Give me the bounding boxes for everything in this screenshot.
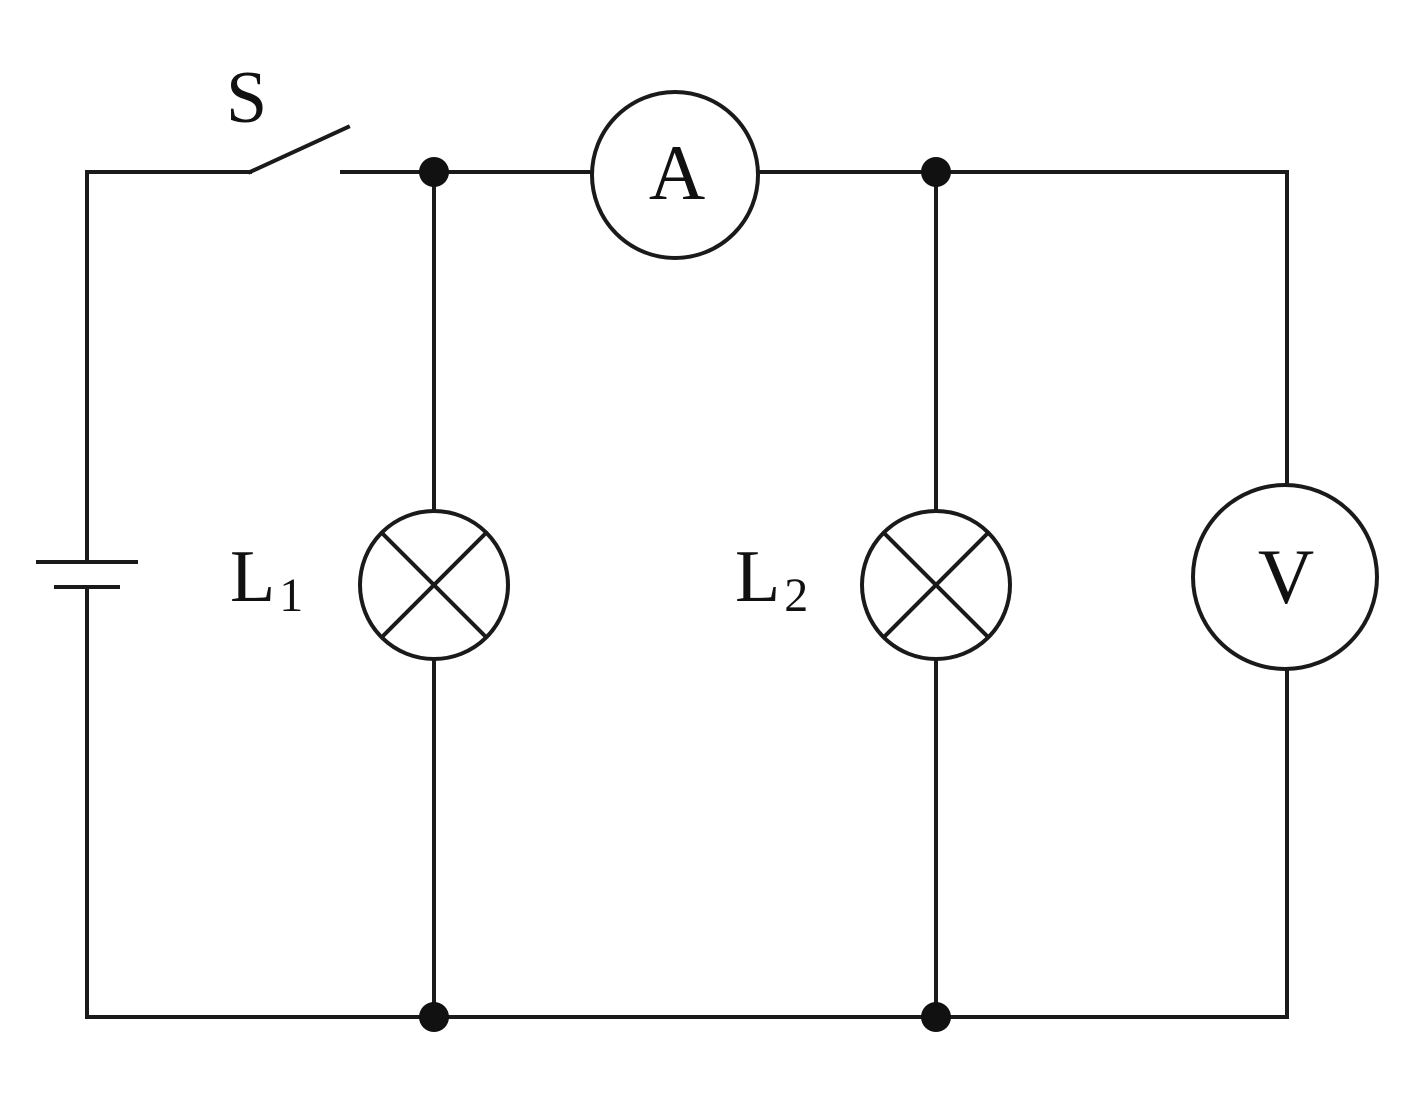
- voltmeter-label: V: [1258, 533, 1314, 620]
- junction-nodes: [419, 157, 951, 1032]
- lamp-l2-letter: L: [735, 536, 780, 618]
- switch-assembly: S: [85, 57, 436, 175]
- lamp-l2-cross-b: [881, 530, 991, 640]
- lamp-l1-branch: L1: [230, 170, 510, 1019]
- junction-node-top-left: [419, 157, 449, 187]
- switch-label: S: [226, 57, 267, 139]
- junction-node-bottom-right: [921, 1002, 951, 1032]
- lamp-l1-label: L1: [230, 536, 303, 622]
- ammeter-circle: [590, 90, 760, 260]
- junction-node-bottom-left: [419, 1002, 449, 1032]
- battery-branch: [36, 170, 138, 1019]
- lamp-l1-letter: L: [230, 536, 275, 618]
- switch-blade: [247, 124, 351, 175]
- lamp-l2-label: L2: [735, 536, 808, 622]
- ammeter-branch: A: [432, 90, 1289, 260]
- lamp-l2-subscript: 2: [784, 569, 808, 622]
- lamp-l1-cross-b: [379, 530, 489, 640]
- ammeter-label: A: [649, 129, 705, 216]
- lamp-l2-branch: L2: [735, 170, 1012, 1019]
- lamp-l1-subscript: 1: [279, 569, 303, 622]
- junction-node-top-right: [921, 157, 951, 187]
- voltmeter-branch: V: [1191, 170, 1379, 1019]
